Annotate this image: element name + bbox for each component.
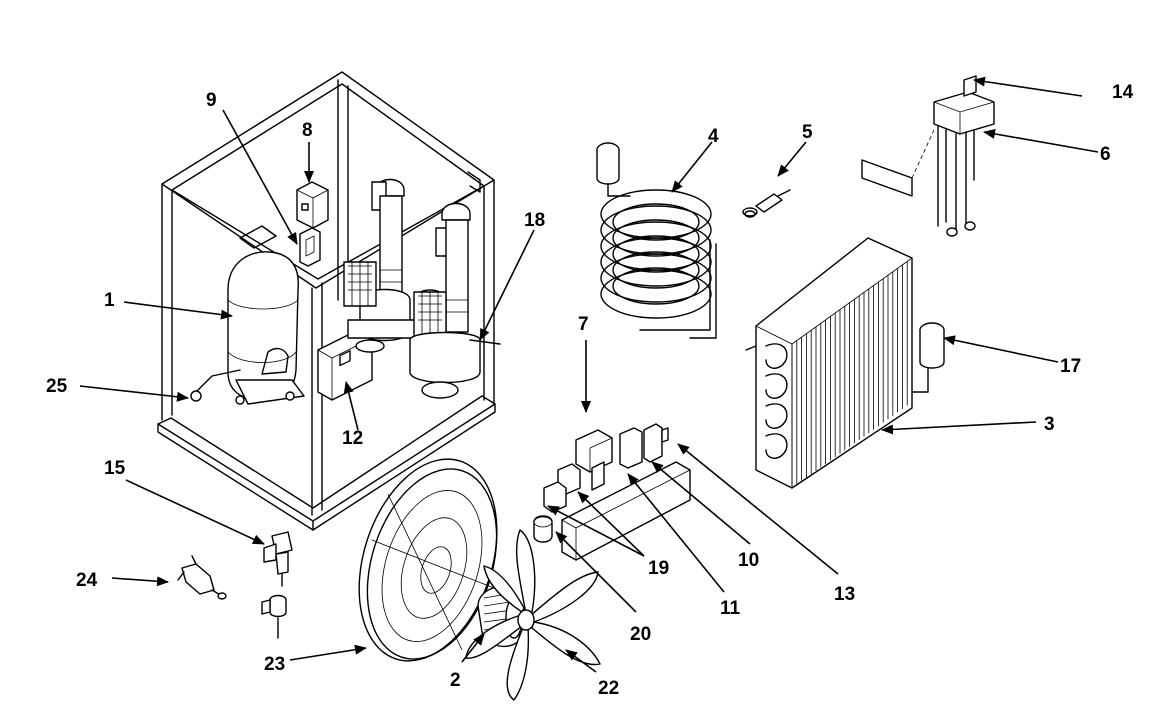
- callout-2: 2: [450, 670, 461, 691]
- switch-assembly: [296, 181, 329, 267]
- float-switch: [861, 75, 995, 237]
- callout-1: 1: [104, 290, 115, 311]
- callout-17: 17: [1060, 356, 1081, 377]
- callout-12: 12: [342, 428, 363, 449]
- callout-6: 6: [1100, 144, 1111, 165]
- fan-blade: [465, 529, 601, 701]
- callout-24: 24: [76, 570, 98, 591]
- callout-18: 18: [524, 210, 545, 231]
- cabinet-frame: [157, 71, 496, 531]
- callout-23: 23: [264, 654, 285, 675]
- callout-22: 22: [598, 678, 619, 699]
- water-coil: [596, 142, 717, 339]
- callout-19: 19: [648, 558, 669, 579]
- callout-4: 4: [708, 126, 719, 147]
- callout-7: 7: [578, 314, 589, 335]
- callout-25: 25: [46, 376, 68, 397]
- fan-guard: [358, 458, 498, 662]
- callout-10: 10: [738, 550, 759, 571]
- callout-15: 15: [104, 458, 126, 479]
- callout-labels: 1 2 3 4 5 6 7 8 9 10 11 12 13 14 15 17 1…: [46, 82, 1134, 699]
- callout-20: 20: [630, 624, 651, 645]
- callout-9: 9: [206, 90, 217, 111]
- pump-right: [409, 202, 501, 399]
- callout-14: 14: [1112, 82, 1134, 103]
- condenser: [745, 237, 945, 489]
- expansion-valve: [742, 189, 791, 218]
- pump-left: [343, 178, 417, 353]
- fitting-24: [177, 555, 227, 600]
- compressor: [190, 251, 305, 405]
- leader-arrows: [79, 76, 1099, 673]
- callout-13: 13: [834, 584, 855, 605]
- callout-3: 3: [1044, 414, 1055, 435]
- callout-11: 11: [720, 598, 741, 619]
- callout-8: 8: [302, 120, 313, 141]
- electrical-panel: [533, 423, 691, 561]
- fitting-15: [261, 531, 293, 639]
- callout-5: 5: [802, 122, 813, 143]
